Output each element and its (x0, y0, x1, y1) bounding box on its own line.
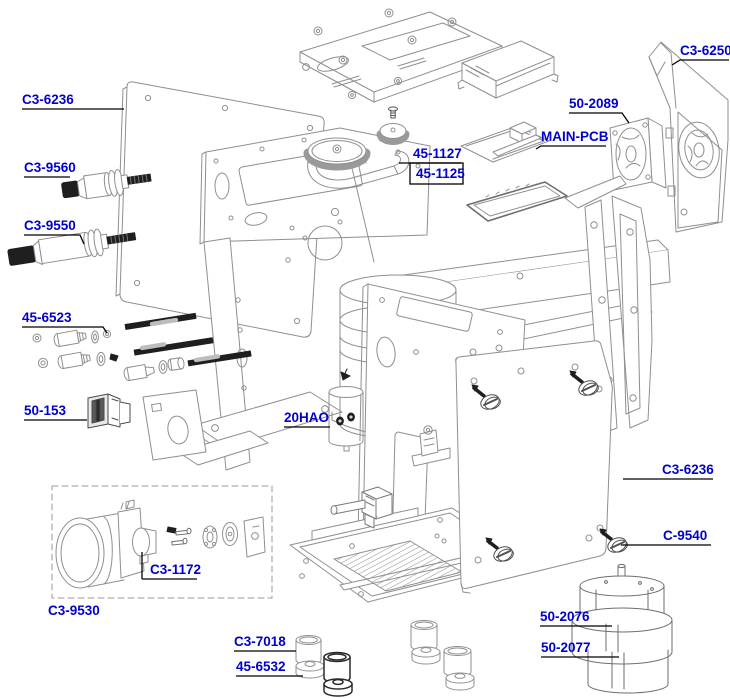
thumbscrews (471, 370, 628, 562)
power-inlet (330, 486, 393, 529)
foot-2-dark (323, 651, 353, 697)
part-label-50-2077[interactable]: 50-2077 (541, 640, 591, 655)
top-bracket-plate (299, 8, 503, 103)
machine-feet (295, 620, 475, 697)
part-label-c3-6250[interactable]: C3-6250 (680, 43, 730, 58)
electrode-c3-9560 (61, 169, 152, 200)
leader-lines (22, 59, 729, 677)
rocker-switch (87, 393, 131, 429)
power-supply-box (457, 40, 559, 99)
label-box-45-1125 (409, 162, 464, 185)
thumbscrew-c-9540 (599, 528, 628, 553)
foot-1 (295, 635, 325, 679)
part-label-20hao[interactable]: 20HAO (284, 410, 330, 425)
part-label-45-6532[interactable]: 45-6532 (236, 659, 286, 674)
part-label-50-2076[interactable]: 50-2076 (540, 609, 590, 624)
grinder-motor (571, 563, 673, 694)
foot-4 (443, 646, 475, 691)
part-label-c3-6236-right[interactable]: C3-6236 (662, 462, 714, 477)
drive-pulley-and-belt (303, 106, 410, 189)
part-label-c-9540[interactable]: C-9540 (663, 528, 708, 543)
capacitor (328, 368, 364, 452)
part-label-main-pcb[interactable]: MAIN-PCB (541, 129, 609, 144)
part-label-c3-1172[interactable]: C3-1172 (150, 562, 202, 577)
part-label-45-1127[interactable]: 45-1127 (413, 146, 462, 161)
part-label-50-2089[interactable]: 50-2089 (569, 96, 619, 111)
part-label-c3-6236-left[interactable]: C3-6236 (22, 92, 74, 107)
cooling-fan (609, 117, 667, 191)
part-label-c3-9530[interactable]: C3-9530 (48, 603, 100, 618)
part-label-45-6523[interactable]: 45-6523 (22, 310, 72, 325)
motor-assembly-group (51, 485, 273, 599)
part-label-c3-9550[interactable]: C3-9550 (24, 218, 76, 233)
rear-side-panel (455, 340, 613, 594)
tray-plate (466, 181, 568, 222)
foot-3 (410, 620, 441, 665)
main-pcb-plate (460, 121, 550, 163)
electrode-c3-9550 (7, 228, 137, 266)
part-label-45-1125[interactable]: 45-1125 (416, 166, 465, 181)
dashed-detail-box (51, 485, 273, 599)
switch-plate (142, 389, 207, 461)
rear-fan-panel (648, 41, 729, 233)
screw-set (32, 312, 252, 382)
part-label-c3-7018[interactable]: C3-7018 (234, 634, 286, 649)
part-label-c3-9560[interactable]: C3-9560 (24, 160, 76, 175)
part-label-50-153[interactable]: 50-153 (24, 403, 67, 418)
